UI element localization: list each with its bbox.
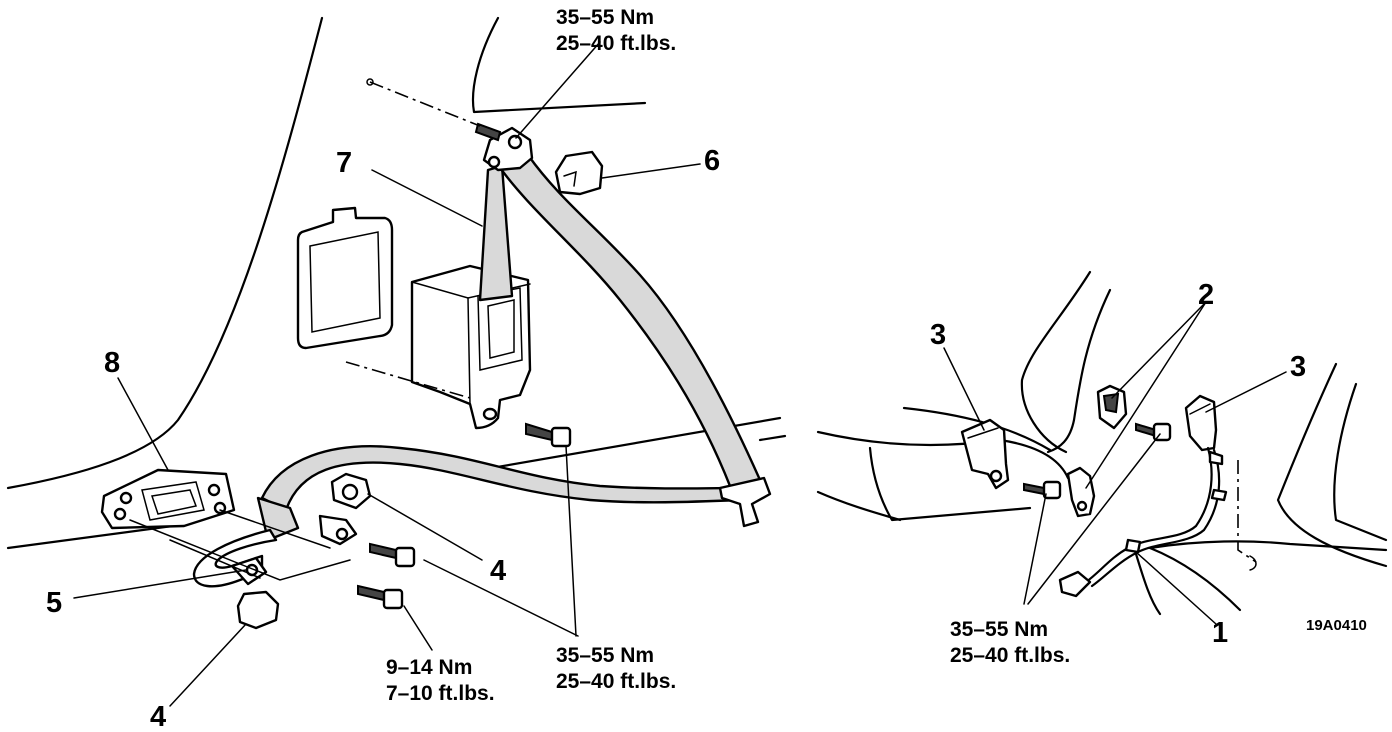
body-panel-outline [6, 16, 787, 550]
torque-small-bolt-nm: 9–14 Nm [386, 656, 472, 679]
leader-lines-right [943, 301, 1287, 625]
seat-outline [816, 270, 1388, 616]
part-number-1: 1 [1212, 617, 1228, 649]
lower-anchor-bolt [369, 542, 416, 568]
trim-cover-plate [296, 206, 394, 350]
lower-anchor-cap-lower [236, 590, 280, 630]
part-number-3-left: 3 [930, 319, 946, 351]
torque-top-nm: 35–55 Nm [556, 6, 654, 29]
anchor-bracket [100, 468, 236, 530]
part-number-7: 7 [336, 147, 352, 179]
buckle-cover-upper [1096, 384, 1128, 430]
torque-anchor-nm: 35–55 Nm [556, 644, 654, 667]
alignment-lines-left [129, 509, 351, 581]
torque-anchor-ftlbs: 25–40 ft.lbs. [556, 670, 676, 693]
buckle-left [960, 418, 1010, 490]
part-number-5: 5 [46, 587, 62, 619]
torque-top-ftlbs: 25–40 ft.lbs. [556, 32, 676, 55]
part-number-8: 8 [104, 347, 120, 379]
belt-clip [318, 514, 358, 546]
leader-lines-left [73, 41, 701, 707]
part-number-3-right: 3 [1290, 351, 1306, 383]
retractor-assembly [410, 164, 532, 430]
torque-buckle-ftlbs: 25–40 ft.lbs. [950, 644, 1070, 667]
torque-small-bolt-ftlbs: 7–10 ft.lbs. [386, 682, 495, 705]
small-mounting-bolt [357, 584, 404, 610]
lower-anchor-plate [192, 528, 278, 588]
part-number-2: 2 [1198, 279, 1214, 311]
buckle-bolt-right [1135, 422, 1172, 442]
part-number-4-upper: 4 [490, 555, 506, 587]
buckle-anchor-lower [1066, 466, 1096, 518]
buckle-bolt-left [1023, 480, 1062, 500]
part-number-4-lower: 4 [150, 701, 166, 732]
torque-buckle-nm: 35–55 Nm [950, 618, 1048, 641]
anchor-cover-cap [554, 150, 604, 196]
buckle-right-with-harness [1058, 394, 1257, 598]
lower-anchor-cap-upper [330, 472, 372, 510]
figure-code: 19A0410 [1306, 617, 1367, 634]
part-number-6: 6 [704, 145, 720, 177]
retractor-bolt [345, 361, 572, 448]
upper-anchor-bolt [366, 78, 502, 142]
